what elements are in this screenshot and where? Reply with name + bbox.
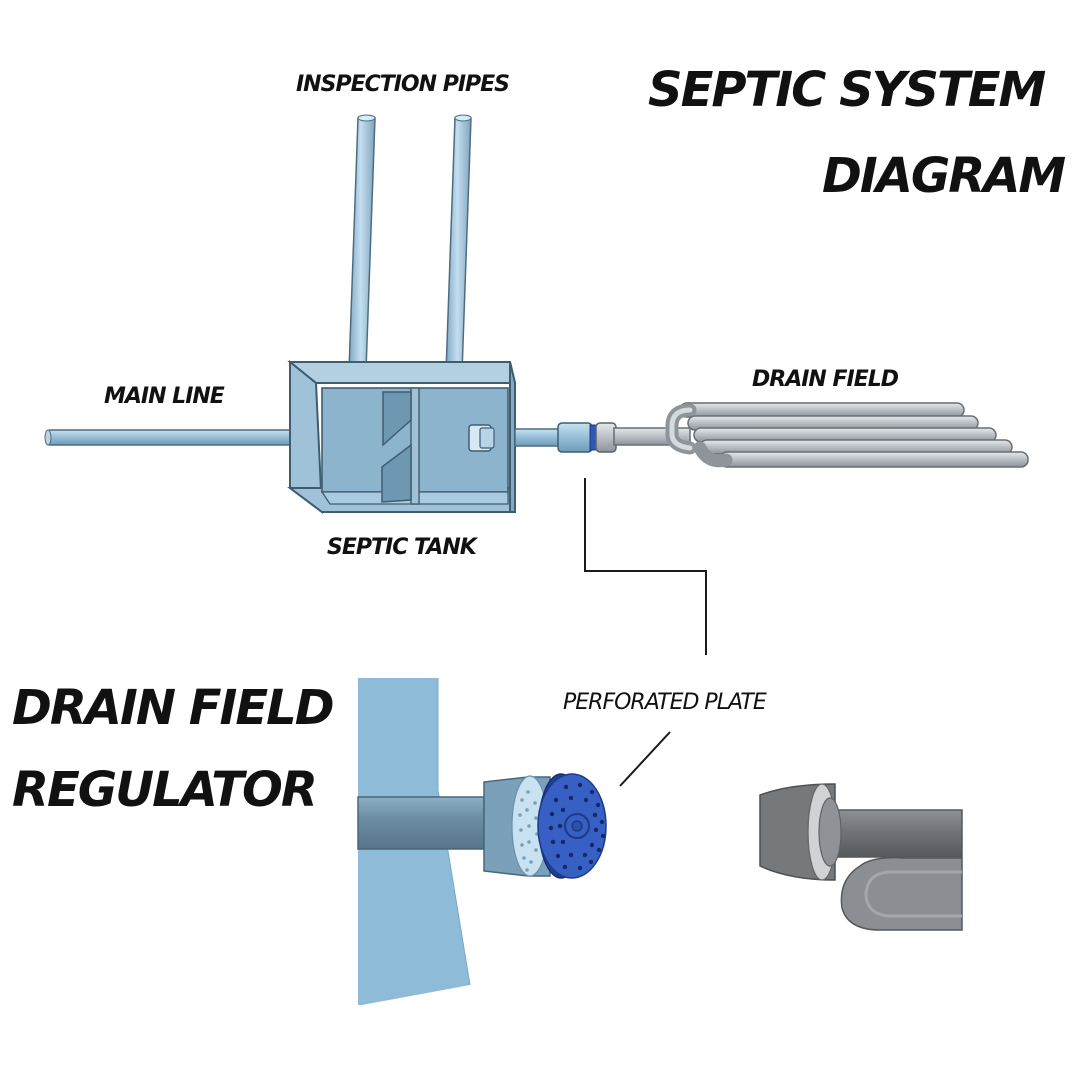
callout-leader-line: [584, 478, 707, 655]
detail-title-line-1: DRAIN FIELD: [12, 680, 335, 736]
label-inspection-pipes: INSPECTION PIPES: [296, 72, 510, 97]
perforated-plate: [537, 773, 607, 879]
detail-inlet-pipe: [357, 796, 485, 850]
label-main-line: MAIN LINE: [104, 384, 225, 409]
perforated-plate-pointer: [619, 731, 671, 787]
drain-field-pipes: [613, 402, 1029, 468]
plate-perforations: [548, 782, 606, 871]
regulator-fitting: [557, 422, 617, 453]
inspection-pipe-left: [348, 114, 376, 371]
main-line-pipe: [44, 425, 307, 449]
septic-tank: [287, 359, 517, 515]
label-septic-tank: SEPTIC TANK: [327, 535, 477, 560]
label-perforated-plate: PERFORATED PLATE: [563, 690, 767, 715]
diagram-title-line-1: SEPTIC SYSTEM: [648, 62, 1046, 118]
detail-drain-connector: [759, 783, 963, 931]
label-drain-field: DRAIN FIELD: [752, 367, 899, 392]
detail-inner-perforations: [518, 790, 539, 872]
inspection-pipe-right: [445, 114, 472, 373]
outlet-pipe: [514, 428, 562, 447]
detail-title-line-2: REGULATOR: [12, 762, 318, 818]
diagram-title-line-2: DIAGRAM: [822, 148, 1066, 204]
detail-regulator-body: [483, 775, 551, 877]
